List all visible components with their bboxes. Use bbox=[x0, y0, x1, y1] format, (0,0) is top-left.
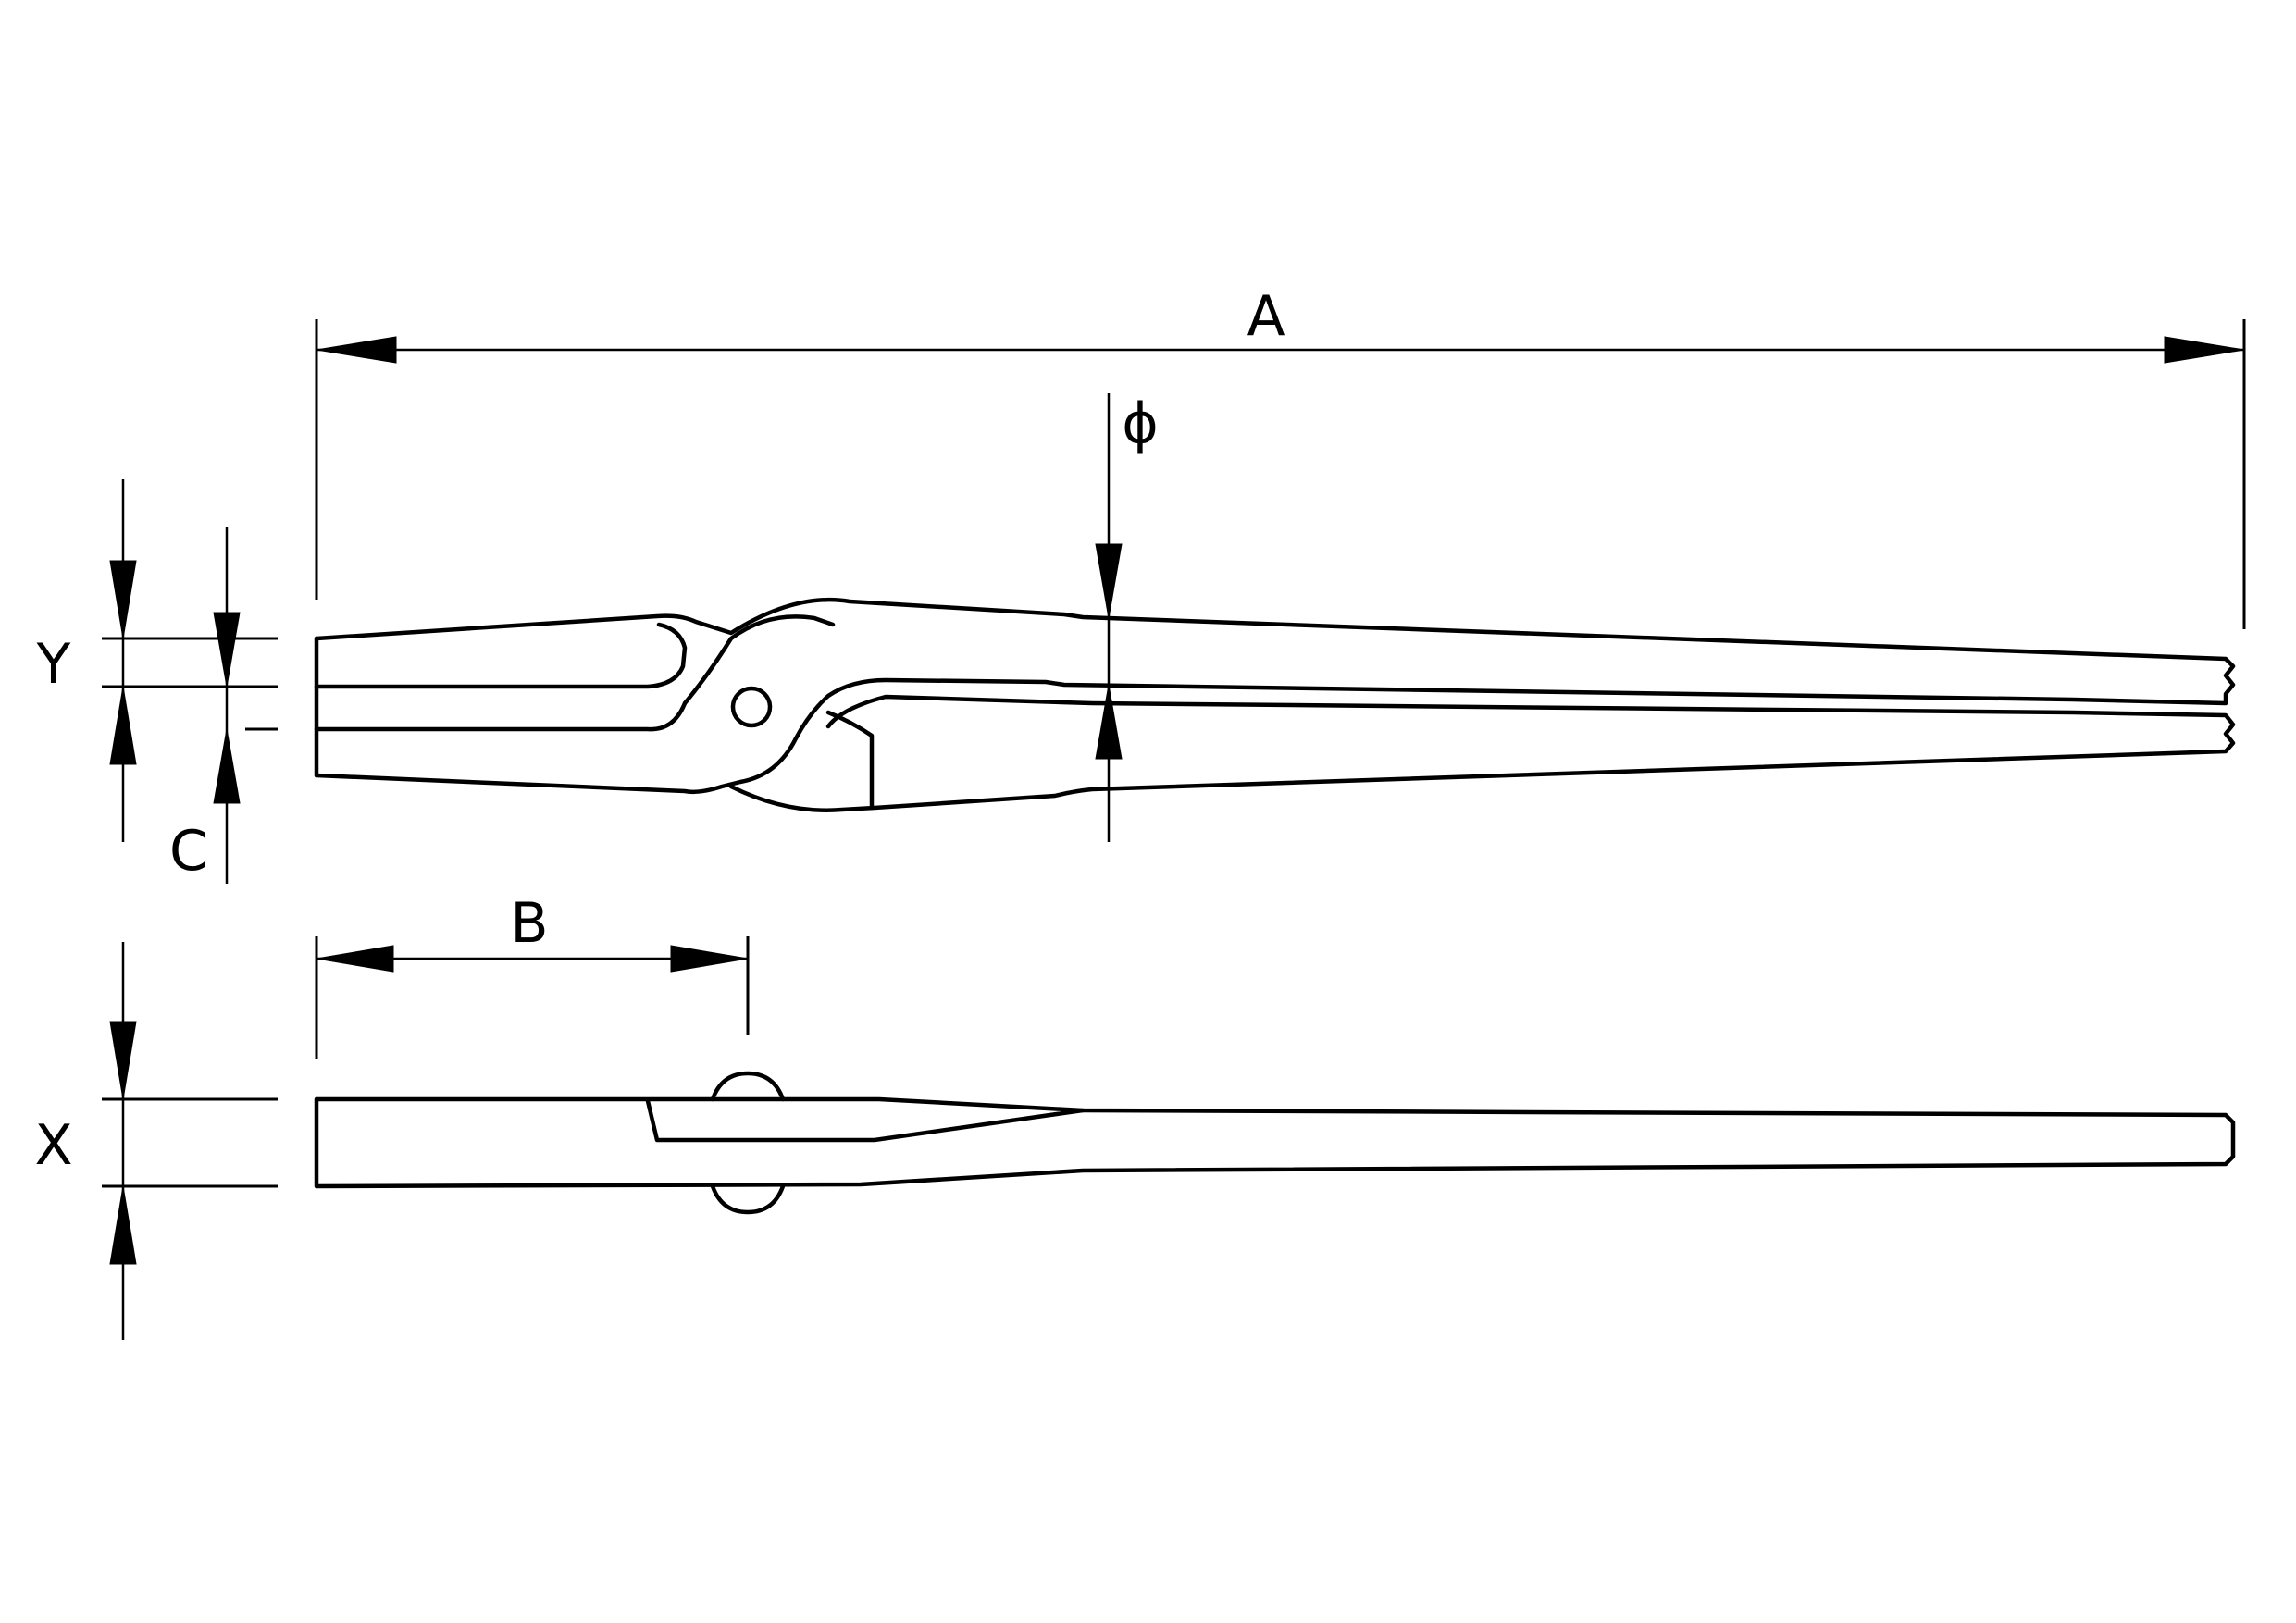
dimension-x: X bbox=[34, 942, 278, 1340]
dimension-b: B bbox=[315, 891, 750, 1059]
dimension-y: Y bbox=[36, 479, 278, 842]
rivet-head-top bbox=[710, 1071, 786, 1102]
tongs-top-view bbox=[314, 597, 2236, 812]
dimension-diameter: ϕ bbox=[1095, 391, 1159, 842]
upper-jaw bbox=[314, 597, 2236, 795]
pivot-rivet bbox=[730, 686, 773, 728]
rivet-head-bottom bbox=[710, 1183, 786, 1215]
side-jaw-step bbox=[645, 1098, 1086, 1143]
label-y: Y bbox=[36, 632, 71, 697]
label-c: C bbox=[169, 819, 208, 884]
upper-jaw-inner-contour bbox=[314, 622, 688, 689]
label-diameter: ϕ bbox=[1122, 391, 1159, 456]
lower-jaw-bow bbox=[728, 694, 2236, 812]
side-body bbox=[314, 1096, 2236, 1189]
dimension-c: C bbox=[169, 527, 278, 884]
lower-jaw-inner-contour bbox=[825, 710, 875, 811]
tongs-side-view bbox=[314, 1071, 2236, 1215]
dimension-a: A bbox=[315, 284, 2246, 629]
label-b: B bbox=[510, 891, 548, 956]
label-x: X bbox=[34, 1113, 72, 1178]
lower-jaw bbox=[314, 614, 836, 732]
label-a: A bbox=[1247, 284, 1285, 349]
